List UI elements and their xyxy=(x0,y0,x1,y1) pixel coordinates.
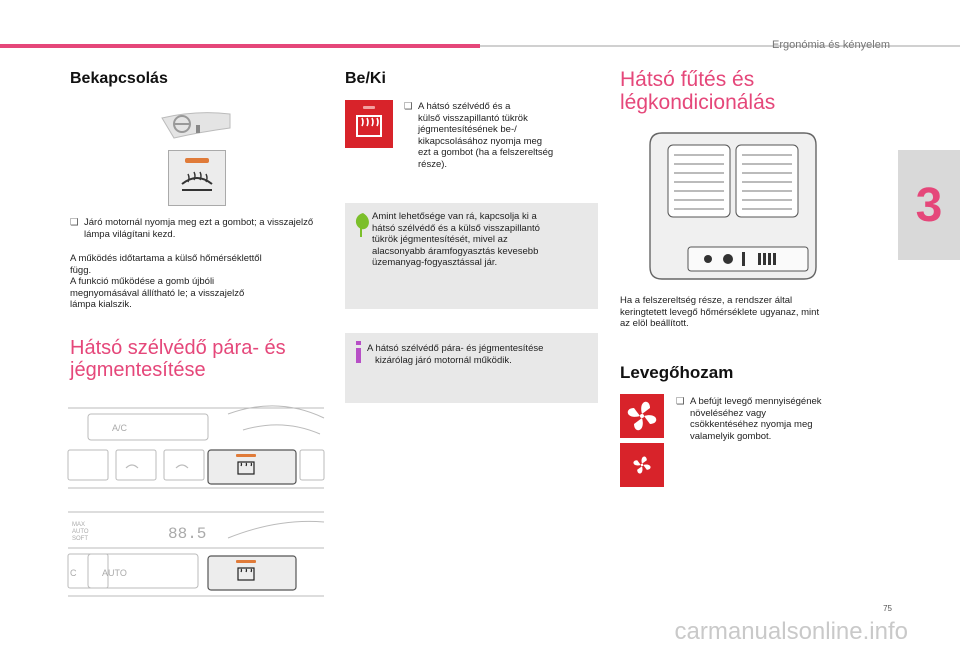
fan-increase-button xyxy=(620,394,664,438)
bullet-line: A befújt levegő mennyiségének xyxy=(690,396,822,407)
panel-auto-label: AUTO xyxy=(102,568,127,578)
eco-note-box: Amint lehetősége van rá, kapcsolja ki a … xyxy=(345,203,598,309)
climate-panel-auto: MAX AUTO SOFT 88.5 C AUTO xyxy=(67,511,325,597)
fan-small-icon xyxy=(633,456,651,474)
bullet-icon: ❑ xyxy=(676,396,685,407)
note-line: tükrök jégmentesítését, mivel az xyxy=(372,234,508,245)
fan-decrease-button xyxy=(620,443,664,487)
watermark: carmanualsonline.info xyxy=(674,618,908,645)
chapter-tab: 3 xyxy=(898,150,960,260)
heading-line: Hátsó fűtés és xyxy=(620,68,755,91)
info-note-box: A hátsó szélvédő pára- és jégmentesítése… xyxy=(345,333,598,403)
heading-line: légkondicionálás xyxy=(620,91,776,114)
bullet-line: valamelyik gombot. xyxy=(690,430,772,442)
para-line: függ. xyxy=(70,264,92,276)
section-title: Ergonómia és kényelem xyxy=(771,39,890,51)
heading-hatso-futes: Hátsó fűtés és légkondicionálás xyxy=(620,68,775,114)
panel-auto-small-label: AUTO xyxy=(72,529,89,535)
levegohozam-bullet: ❑ A befújt levegő mennyiségének növelésé… xyxy=(676,396,886,442)
heading-hatso-szelvedo: Hátsó szélvédő pára- és jégmentesítése xyxy=(70,337,286,381)
bullet-line: csökkentéséhez nyomja meg xyxy=(690,419,813,430)
note-line: alacsonyabb áramfogyasztás kevesebb xyxy=(372,245,539,257)
bullet-line: része). xyxy=(418,158,448,170)
para-line: megnyomásával állítható le; a visszajelz… xyxy=(70,287,245,299)
panel-c-label: C xyxy=(70,568,77,578)
header-accent-bar xyxy=(0,44,480,48)
be-ki-bullet: ❑ A hátsó szélvédő és a külső visszapill… xyxy=(404,101,594,170)
fan-large-icon xyxy=(627,401,657,431)
heading-levegohozam: Levegőhozam xyxy=(620,363,734,382)
heading-line: Hátsó szélvédő pára- és xyxy=(70,337,286,359)
bullet-line: jégmentesítésének be-/ xyxy=(418,124,517,135)
bullet-icon: ❑ xyxy=(70,217,79,228)
info-note-text: A hátsó szélvédő pára- és jégmentesítése… xyxy=(367,343,595,366)
heading-be-ki: Be/Ki xyxy=(345,70,386,87)
dashboard-steering-icon xyxy=(161,112,231,139)
note-line: Amint lehetősége van rá, kapcsolja ki a xyxy=(372,211,537,222)
hatso-futes-paragraph: Ha a felszereltség része, a rendszer ált… xyxy=(620,295,890,330)
panel-display: 88.5 xyxy=(168,525,206,543)
leaf-icon xyxy=(355,213,369,237)
heading-bekapcsolas: Bekapcsolás xyxy=(70,70,168,87)
eco-note-text: Amint lehetősége van rá, kapcsolja ki a … xyxy=(372,211,594,269)
rear-defrost-button xyxy=(345,100,393,148)
bullet-text: Járó motornál nyomja meg ezt a gombot; a… xyxy=(84,217,314,240)
panel-max-label: MAX xyxy=(72,522,85,528)
bullet-line: ezt a gombot (ha a felszereltség xyxy=(418,147,554,158)
para-line: A funkció működése a gomb újbóli xyxy=(70,276,215,287)
panel-soft-label: SOFT xyxy=(72,536,88,542)
header-divider xyxy=(480,45,960,47)
para-line: A működés időtartama a külső hőmérséklet… xyxy=(70,253,262,264)
heading-line: jégmentesítése xyxy=(70,359,206,381)
bekapcsolas-paragraph: A működés időtartama a külső hőmérséklet… xyxy=(70,253,325,311)
para-line: Ha a felszereltség része, a rendszer ált… xyxy=(620,295,793,306)
note-line: üzemanyag-fogyasztással jár. xyxy=(372,257,498,268)
rear-defrost-icon xyxy=(356,106,382,137)
para-line: az elöl beállított. xyxy=(620,318,689,329)
bullet-line: A hátsó szélvédő és a xyxy=(418,101,511,112)
note-line: kizárólag járó motornál működik. xyxy=(375,354,512,366)
bullet-line: kikapcsolásához nyomja meg xyxy=(418,135,543,147)
note-line: A hátsó szélvédő pára- és jégmentesítése xyxy=(367,343,544,354)
front-defrost-button-icon xyxy=(168,150,226,206)
page-number: 75 xyxy=(883,604,892,613)
rear-vent-illustration xyxy=(649,132,817,280)
chapter-number: 3 xyxy=(915,178,943,232)
info-icon xyxy=(356,341,361,363)
climate-panel-ac: A/C xyxy=(67,405,325,489)
bullet-line: növeléséhez vagy xyxy=(690,407,767,419)
bekapcsolas-bullet: ❑ Járó motornál nyomja meg ezt a gombot;… xyxy=(70,217,320,240)
para-line: lámpa kialszik. xyxy=(70,299,132,310)
bullet-icon: ❑ xyxy=(404,101,413,112)
panel-ac-label: A/C xyxy=(112,423,128,433)
bullet-line: külső visszapillantó tükrök xyxy=(418,112,528,124)
para-line: keringtetett levegő hőmérséklete ugyanaz… xyxy=(620,306,820,318)
note-line: hátsó szélvédő és a külső visszapillantó xyxy=(372,222,540,234)
